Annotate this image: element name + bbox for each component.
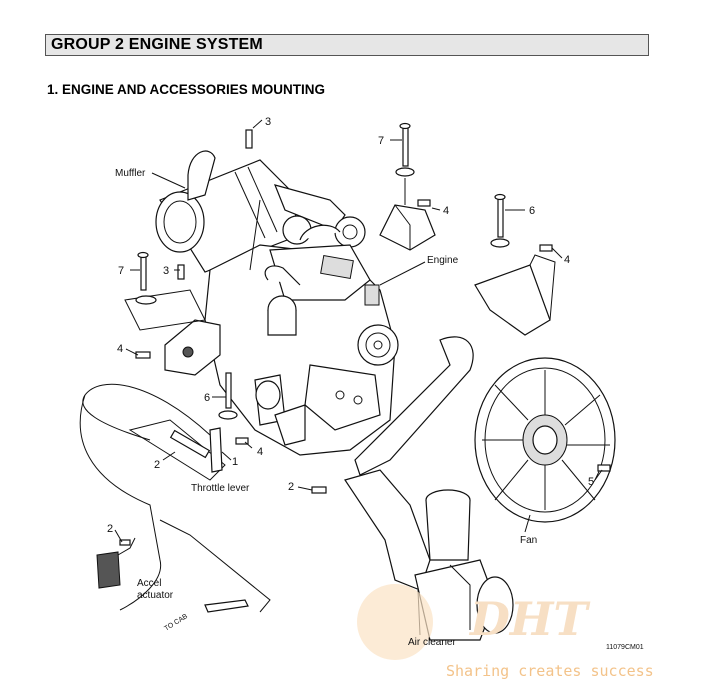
label-fan: Fan [520,535,537,546]
callout-7-left: 7 [118,265,124,277]
section-title: 1. ENGINE AND ACCESSORIES MOUNTING [47,82,326,97]
callout-4-left: 4 [117,343,123,355]
watermark-logo: DHT [468,592,591,646]
fan-drawing [474,357,616,523]
callout-2-mid: 2 [154,459,160,471]
air-cleaner-drawing [414,489,514,641]
accel-actuator-drawing [96,537,136,589]
right-mount-bracket-drawing [474,193,556,336]
watermark: DHT Sharing creates success [357,584,654,680]
muffler-drawing [155,150,301,273]
callout-1-mid: 1 [232,456,238,468]
callout-4-top: 4 [443,205,449,217]
drawing-code: 11079CM01 [606,644,644,651]
group-title: GROUP 2 ENGINE SYSTEM [51,36,263,53]
label-engine: Engine [427,255,459,266]
throttle-cable-drawing [79,383,271,613]
callout-2-actuator: 2 [107,523,113,535]
right-engine-bracket-drawing [379,122,436,251]
engine-drawing [204,199,399,456]
callout-3-left: 3 [163,265,169,277]
callout-5-fan: 5 [588,476,594,488]
radiator-hose-drawing [354,336,474,476]
fastener-drawings [119,129,611,546]
callout-7-top: 7 [378,135,384,147]
label-throttle-lever: Throttle lever [191,483,250,494]
label-accel-line2: actuator [137,590,174,601]
label-muffler: Muffler [115,168,146,179]
group-header: GROUP 2 ENGINE SYSTEM [45,34,649,56]
watermark-tagline: Sharing creates success [446,662,654,680]
intake-hose-drawing [344,469,431,591]
callout-4-right: 4 [564,254,570,266]
label-accel-line1: Accel [137,578,161,589]
callout-3-top: 3 [265,116,271,128]
label-air-cleaner: Air cleaner [408,637,456,648]
callout-2-fan: 2 [288,481,294,493]
left-engine-mount-drawing [124,251,221,376]
callout-6-mid: 6 [204,392,210,404]
label-to-cab: TO CAB [163,613,189,633]
callout-4-mid: 4 [257,446,263,458]
callout-6-right: 6 [529,205,535,217]
